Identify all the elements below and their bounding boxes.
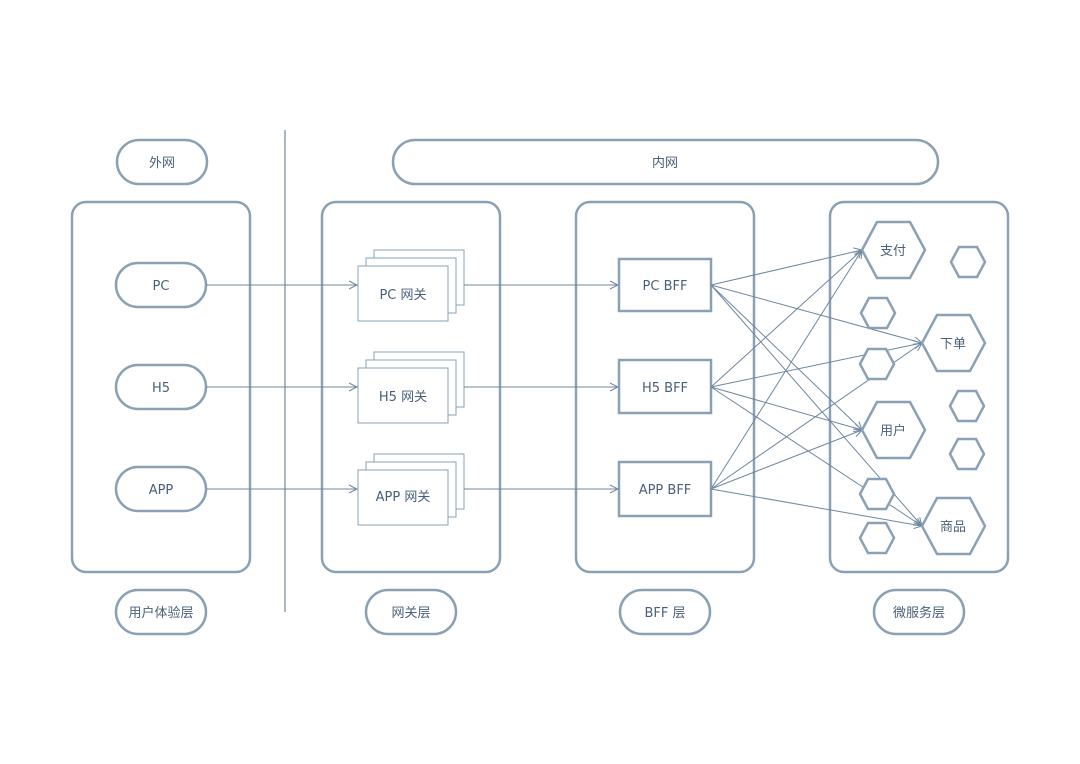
client-pc-label: PC <box>153 279 170 294</box>
internal-network-label: 内网 <box>652 155 678 171</box>
gateway-h5-label: H5 网关 <box>379 390 427 405</box>
service-goods-hexagon <box>920 496 987 556</box>
client-h5-label: H5 <box>152 381 170 396</box>
service-pay-label: 支付 <box>880 244 906 259</box>
layer-bff-pill <box>618 588 712 636</box>
service-goods-label: 商品 <box>940 520 966 535</box>
service-user-hexagon <box>860 400 927 460</box>
link-h5bff-pay <box>710 250 862 388</box>
bff-app-label: APP BFF <box>639 483 692 498</box>
small-hexagon-7 <box>858 521 896 555</box>
external-network-pill <box>115 138 209 186</box>
small-hexagon-2 <box>859 296 897 330</box>
layer-microservice-label: 微服务层 <box>893 605 945 621</box>
bff-pc-box <box>617 257 713 313</box>
small-hexagon-1 <box>949 245 987 279</box>
service-order-hexagon <box>920 313 987 373</box>
service-pay-hexagon <box>860 220 927 280</box>
service-order-label: 下单 <box>940 337 966 352</box>
internal-network-pill <box>391 138 940 186</box>
gateway-pc-label: PC 网关 <box>379 288 426 303</box>
small-hexagon-4 <box>948 389 986 423</box>
layer-user-experience-label: 用户体验层 <box>128 605 193 621</box>
client-app-label: APP <box>149 483 174 498</box>
link-appbff-pay <box>710 250 862 490</box>
layer-bff-label: BFF 层 <box>644 606 685 621</box>
link-pcbff-order <box>710 284 922 343</box>
gateway-app-stack <box>357 453 465 526</box>
service-user-label: 用户 <box>880 423 906 439</box>
bff-h5-box <box>617 358 713 415</box>
layer-gateway-pill <box>364 588 458 636</box>
small-hexagon-6 <box>858 477 896 511</box>
bff-h5-label: H5 BFF <box>642 381 688 396</box>
layer-microservice-pill <box>872 588 966 636</box>
link-appbff-user <box>710 430 862 490</box>
link-pcbff-pay <box>710 250 862 286</box>
gateway-app-label: APP 网关 <box>376 490 431 505</box>
link-appbff-goods <box>710 488 922 526</box>
gateway-pc-stack <box>357 249 465 322</box>
small-hexagon-3 <box>858 347 896 381</box>
layer-user-experience-pill <box>114 588 208 636</box>
small-hexagon-5 <box>948 437 986 471</box>
layer-gateway-label: 网关层 <box>391 606 430 621</box>
link-pcbff-user <box>710 284 862 430</box>
link-h5bff-user <box>710 386 862 430</box>
external-network-label: 外网 <box>149 156 175 171</box>
bff-pc-label: PC BFF <box>643 279 688 294</box>
gateway-h5-stack <box>357 351 465 424</box>
